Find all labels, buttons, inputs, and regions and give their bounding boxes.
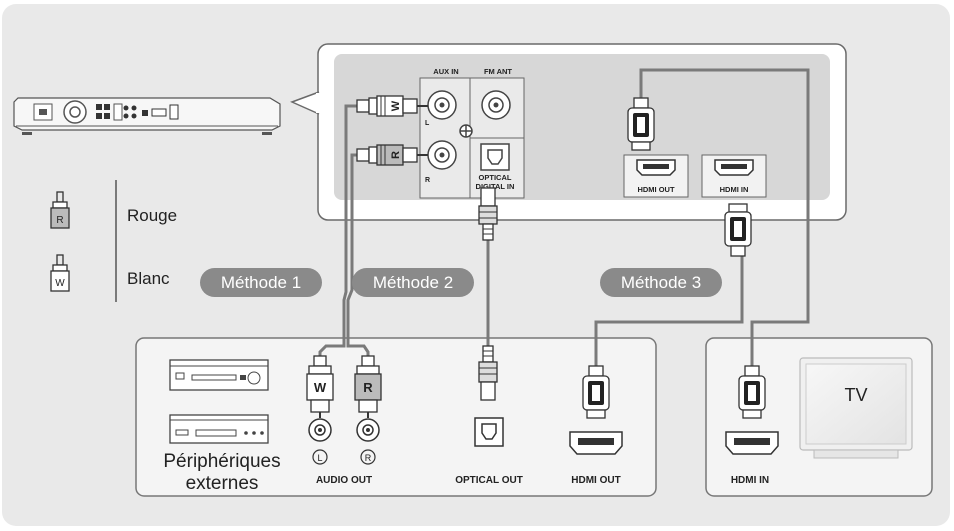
- audio-out-left-jack: [308, 418, 332, 442]
- tv-label: TV: [844, 385, 867, 405]
- right-channel-mark-icon: [360, 449, 376, 465]
- method-3-label: Méthode 3: [621, 273, 701, 292]
- rca-white-cable: [318, 104, 360, 358]
- white-plug-legend-letter: W: [55, 278, 65, 289]
- dvd-player-icon: [169, 359, 269, 391]
- audio-out-right-jack: [356, 418, 380, 442]
- rca-white-device-letter: W: [314, 380, 327, 395]
- method-3-pill: [600, 268, 722, 297]
- tv-hdmi-in-label: HDMI IN: [731, 475, 769, 486]
- hdmi-plug-panel-top: [627, 97, 655, 151]
- optical-plug-panel: [478, 187, 498, 241]
- external-devices-label-line2: externes: [186, 473, 259, 494]
- optical-plug-device: [478, 345, 498, 401]
- legend-blanc-label: Blanc: [127, 269, 170, 288]
- method-1-pill: [200, 268, 322, 297]
- white-plug-legend-icon: [50, 254, 70, 292]
- hdmi-in-port-panel: [701, 154, 767, 198]
- red-plug-legend-letter: R: [56, 215, 63, 226]
- rca-red-plug-panel: [356, 144, 428, 166]
- digital-in-label: DIGITAL IN: [476, 182, 515, 191]
- method-2-label: Méthode 2: [373, 273, 453, 292]
- rca-white-plug-letter: W: [390, 100, 402, 111]
- red-plug-legend-icon: [50, 191, 70, 229]
- rca-red-device-letter: R: [363, 380, 373, 395]
- rca-red-cable: [346, 153, 370, 358]
- hdmi-plug-panel-bottom: [724, 203, 752, 257]
- rca-red-plug-letter: R: [390, 151, 402, 159]
- fm-ant-label: FM ANT: [484, 67, 512, 76]
- rca-red-plug-device: [354, 355, 382, 418]
- home-theater-unit: [13, 97, 281, 135]
- legend-rouge-label: Rouge: [127, 206, 177, 225]
- vcr-player-icon: [169, 414, 269, 444]
- audio-out-label: AUDIO OUT: [316, 475, 372, 486]
- optical-in-port: [480, 143, 510, 171]
- device-hdmi-out-label: HDMI OUT: [571, 475, 620, 486]
- panel-hdmi-in-label: HDMI IN: [720, 185, 749, 194]
- hdmi-in-port-tv: [725, 431, 779, 455]
- hdmi-out-port-panel: [623, 154, 689, 198]
- optical-label: OPTICAL: [479, 173, 512, 182]
- aux-in-label: AUX IN: [433, 67, 458, 76]
- cables: [318, 68, 810, 370]
- hdmi-out-port-device: [569, 431, 623, 455]
- tv-icon: [799, 357, 913, 459]
- aux-right-label: R: [425, 177, 430, 184]
- hdmi-plug-device: [582, 365, 610, 419]
- method-2-pill: [352, 268, 474, 297]
- left-channel-mark-icon: [312, 449, 328, 465]
- hdmi-cable-1: [594, 235, 744, 370]
- rca-white-plug-panel: [356, 95, 428, 117]
- input-jack-block: [419, 77, 525, 199]
- panel-hdmi-out-label: HDMI OUT: [637, 185, 674, 194]
- optical-out-label: OPTICAL OUT: [455, 475, 523, 486]
- left-channel-mark: L: [317, 453, 322, 463]
- rca-white-plug-device: [306, 355, 334, 418]
- aux-left-label: L: [425, 120, 430, 127]
- hdmi-cable-2: [639, 68, 810, 370]
- external-devices-label-line1: Périphériques: [163, 451, 280, 472]
- method-1-label: Méthode 1: [221, 273, 301, 292]
- hdmi-plug-tv: [738, 365, 766, 419]
- optical-out-port: [474, 417, 504, 447]
- right-channel-mark: R: [365, 453, 372, 463]
